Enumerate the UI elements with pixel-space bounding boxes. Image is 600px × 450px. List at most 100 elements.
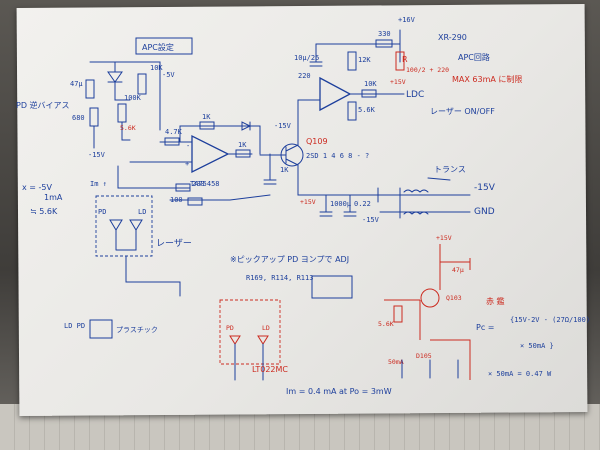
- resistor-100k: [117, 103, 127, 123]
- eq-frac: 1mA: [44, 193, 63, 202]
- v15-ldc-label: +15V: [390, 78, 406, 86]
- red-wire-bottom: [430, 339, 471, 380]
- apc-setting-label: APC設定: [142, 42, 174, 52]
- ldc-label: LDC: [406, 90, 424, 100]
- red-v15-top: +15V: [436, 234, 452, 242]
- pickup-parts: R169, R114, R113: [246, 274, 313, 282]
- transformer-coil-top: [403, 189, 429, 193]
- resistor-12k: [347, 51, 357, 71]
- laser-onoff-label: レーザー ON/OFF: [430, 107, 495, 116]
- r10k-ldc-label: 10K: [364, 80, 377, 88]
- r47-label: 47μ: [70, 80, 83, 88]
- opamp-plus: +: [185, 160, 189, 168]
- bridge-diodes: [377, 187, 401, 219]
- wire-zener-out: [114, 81, 131, 101]
- gnd-leads-red: [401, 359, 459, 379]
- cap-022: [343, 194, 357, 217]
- ld-diode: [129, 219, 143, 231]
- wire-laser-feed: [169, 194, 271, 201]
- wire-emitter: [297, 164, 381, 196]
- red-rail-h: [440, 258, 471, 270]
- r56k-red-label: 5.6K: [120, 124, 136, 132]
- cap-22: [309, 43, 323, 67]
- v5-ref-label: -5V: [162, 71, 175, 79]
- lt022mc-label: LT022MC: [252, 365, 288, 374]
- lt022mc-box: [219, 299, 281, 365]
- r12k-label: 12K: [358, 56, 371, 64]
- zener-diode: [107, 71, 123, 83]
- plastic-note: プラスチック: [116, 326, 158, 334]
- pot-r-letter: R: [402, 55, 408, 64]
- laser-label: レーザー: [156, 238, 192, 249]
- eq-r: ≒ 5.6K: [30, 207, 58, 216]
- cap-1000u-label: 1000μ: [330, 200, 352, 208]
- infrared-label: 赤 鑑: [486, 296, 505, 306]
- red-wire-left: [384, 299, 421, 340]
- resistor-10k-top: [137, 73, 147, 95]
- pot-r: [395, 51, 405, 71]
- ldpd-small-box: [89, 319, 113, 339]
- pickup-pot-box: [311, 275, 353, 299]
- v15-ps-label: -15V: [362, 216, 380, 224]
- q109-label: Q109: [306, 137, 328, 146]
- lt-leads: [234, 343, 264, 381]
- pd-label-box: PD: [98, 208, 106, 216]
- resistor-1k-fb: [199, 121, 215, 130]
- lt-ld-diode: [257, 335, 269, 345]
- im-note: Im = 0.4 mA at Po = 3mW: [286, 387, 392, 396]
- r56k-ldc-label: 5.6K: [358, 106, 376, 114]
- wire-laser-out: [125, 255, 181, 297]
- transistor-q109-leads: [285, 144, 299, 166]
- red-resistor-56k: [393, 305, 403, 323]
- cap-022-label: 0.22: [354, 200, 371, 208]
- resistor-r47: [85, 79, 95, 99]
- eq-x: x = -5V: [22, 183, 53, 192]
- model-label: XR-290: [438, 33, 467, 42]
- wire-top-left: [89, 61, 161, 131]
- vneg-left-label: -15V: [88, 151, 106, 159]
- r10k-top-label: 10K: [150, 64, 163, 72]
- resistor-200: [175, 183, 191, 192]
- wire-laser-common: [115, 229, 137, 251]
- opamp-ic-label: TA75458: [190, 180, 220, 188]
- v-red-mid: +15V: [300, 198, 316, 206]
- formula-1: {15V-2V - (27Ω/100): [510, 316, 590, 324]
- gnd-label: GND: [474, 207, 495, 217]
- cap-base: [263, 179, 277, 185]
- laser-package-box: [95, 195, 153, 257]
- opamp-triangle: [191, 134, 230, 174]
- pickup-note: ※ピックアップ PD ヨンプで ADJ: [230, 255, 349, 264]
- r1k-base-label: 1K: [280, 166, 289, 174]
- resistor-680: [89, 107, 99, 127]
- wire-trans-switch: [427, 177, 451, 181]
- resistor-330: [375, 39, 393, 48]
- cap-10-25-label: 10μ/25: [294, 54, 319, 62]
- wire-im: [117, 165, 191, 189]
- lt-ld: LD: [262, 324, 270, 332]
- ld-label-box: LD: [138, 208, 146, 216]
- pd-diode: [109, 219, 123, 231]
- max-limit-label: MAX 63mA に制限: [452, 74, 522, 84]
- r330-label: 330: [378, 30, 391, 38]
- r47k-label: 4.7K: [165, 128, 183, 136]
- red-q103: Q103: [446, 294, 462, 302]
- red-cap-47: 47μ: [452, 266, 464, 274]
- apc-setting-box: [135, 37, 193, 55]
- opamp2-triangle: [319, 76, 352, 112]
- cap-1000u: [319, 194, 333, 217]
- v16-label: +16V: [398, 16, 416, 24]
- red-d105: D105: [416, 352, 432, 360]
- opamp-minus: -: [186, 142, 190, 150]
- vneg-q109-label: -15V: [274, 122, 292, 130]
- im-label: Im ↑: [90, 180, 107, 188]
- ldpd-small-label: LD PD: [64, 322, 85, 330]
- r680-label: 680: [72, 114, 85, 122]
- pot-value-label: 100/2 + 220: [406, 66, 449, 74]
- lt-pd-diode: [229, 335, 241, 345]
- r1k-out-label: 1K: [238, 141, 247, 149]
- lt-pd: PD: [226, 324, 234, 332]
- red-r56k: 5.6K: [378, 320, 394, 328]
- resistor-100: [187, 197, 203, 206]
- red-meter: 50mA: [388, 358, 404, 366]
